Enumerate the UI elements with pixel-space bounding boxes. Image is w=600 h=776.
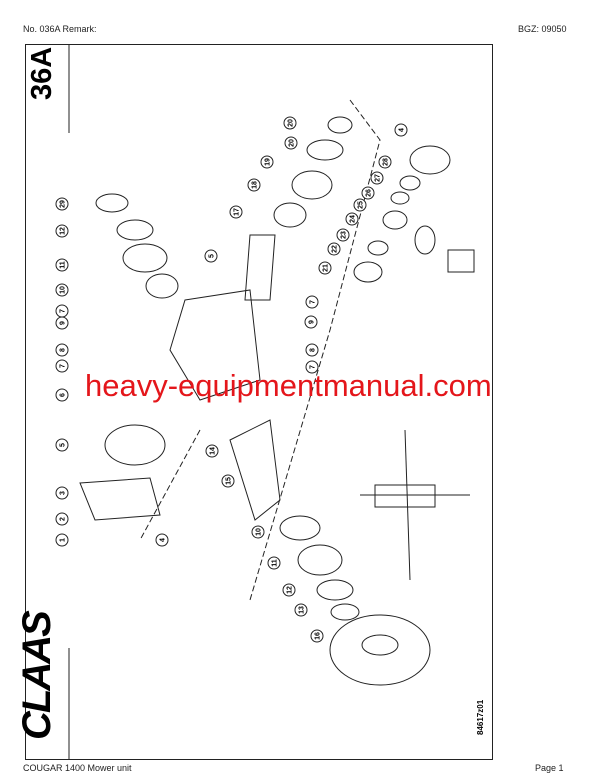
callout-number: 3 bbox=[60, 491, 67, 495]
callout-number: 22 bbox=[332, 245, 339, 253]
watermark: heavy-equipmentmanual.com bbox=[85, 368, 492, 403]
callout-circle bbox=[318, 261, 332, 275]
callout-circle bbox=[55, 512, 69, 526]
callout-circle bbox=[55, 438, 69, 452]
callout-circle bbox=[304, 315, 318, 329]
callout-circle bbox=[336, 228, 350, 242]
callout-circle bbox=[55, 258, 69, 272]
callout-circle bbox=[55, 283, 69, 297]
callout-number: 27 bbox=[375, 174, 382, 182]
callout-circle bbox=[394, 123, 408, 137]
callout-circle bbox=[283, 116, 297, 130]
footer-right: Page 1 bbox=[535, 763, 564, 773]
callout-number: 2 bbox=[60, 517, 67, 521]
callout-number: 7 bbox=[60, 309, 67, 313]
callout-circle bbox=[155, 533, 169, 547]
footer-left: COUGAR 1400 Mower unit bbox=[23, 763, 132, 773]
callout-number: 18 bbox=[252, 181, 259, 189]
callout-circle bbox=[221, 474, 235, 488]
callout-number: 15 bbox=[226, 477, 233, 485]
callout-circle bbox=[55, 316, 69, 330]
callout-number: 17 bbox=[234, 208, 241, 216]
callout-circle bbox=[284, 136, 298, 150]
callout-number: 16 bbox=[315, 632, 322, 640]
callout-circle bbox=[205, 444, 219, 458]
callout-number: 12 bbox=[287, 586, 294, 594]
callout-circle bbox=[345, 212, 359, 226]
callout-number: 19 bbox=[265, 158, 272, 166]
callout-number: 5 bbox=[60, 443, 67, 447]
callout-circle bbox=[251, 525, 265, 539]
callout-number: 28 bbox=[383, 158, 390, 166]
callout-circle bbox=[305, 343, 319, 357]
callout-number: 7 bbox=[310, 300, 317, 304]
callout-circle bbox=[378, 155, 392, 169]
callout-number: 13 bbox=[299, 606, 306, 614]
callout-number: 23 bbox=[341, 231, 348, 239]
callout-number: 9 bbox=[60, 321, 67, 325]
callout-circle bbox=[55, 359, 69, 373]
page-code: 36A bbox=[26, 46, 58, 100]
callout-number: 11 bbox=[272, 559, 279, 567]
callout-number: 7 bbox=[310, 365, 317, 369]
claas-logo: CLAAS bbox=[15, 612, 59, 740]
callout-circle bbox=[361, 186, 375, 200]
callout-circle bbox=[294, 603, 308, 617]
callout-number: 6 bbox=[60, 393, 67, 397]
callout-circle bbox=[260, 155, 274, 169]
callout-circle bbox=[282, 583, 296, 597]
callout-circle bbox=[305, 295, 319, 309]
callout-circle bbox=[247, 178, 261, 192]
callout-number: 4 bbox=[399, 128, 406, 132]
callout-circle bbox=[310, 629, 324, 643]
callout-circle bbox=[353, 198, 367, 212]
callout-circle bbox=[55, 486, 69, 500]
callout-number: 25 bbox=[358, 201, 365, 209]
callout-circle bbox=[370, 171, 384, 185]
callout-circle bbox=[55, 388, 69, 402]
callout-number: 1 bbox=[60, 538, 67, 542]
callout-number: 9 bbox=[309, 320, 316, 324]
callout-circle bbox=[305, 360, 319, 374]
callout-number: 4 bbox=[160, 538, 167, 542]
callout-number: 5 bbox=[209, 254, 216, 258]
callout-circle bbox=[55, 224, 69, 238]
diagram-frame bbox=[25, 44, 493, 760]
callout-number: 7 bbox=[60, 364, 67, 368]
callout-number: 21 bbox=[323, 264, 330, 272]
callout-circle bbox=[55, 197, 69, 211]
callout-number: 8 bbox=[310, 348, 317, 352]
callout-number: 8 bbox=[60, 348, 67, 352]
callout-circle bbox=[267, 556, 281, 570]
callout-circle bbox=[327, 242, 341, 256]
callout-number: 26 bbox=[366, 189, 373, 197]
header-right: BGZ: 09050 bbox=[518, 24, 567, 34]
callout-number: 10 bbox=[60, 286, 67, 294]
callout-number: 11 bbox=[60, 261, 67, 269]
callout-number: 24 bbox=[350, 215, 357, 223]
drawing-number: 84617z01 bbox=[476, 699, 485, 735]
callout-number: 20 bbox=[289, 139, 296, 147]
header-left: No. 036A Remark: bbox=[23, 24, 97, 34]
axis-line bbox=[249, 99, 381, 601]
callout-number: 10 bbox=[256, 528, 263, 536]
callout-number: 29 bbox=[60, 200, 67, 208]
callout-number: 20 bbox=[288, 119, 295, 127]
callout-circle bbox=[229, 205, 243, 219]
callout-circle bbox=[55, 343, 69, 357]
callout-number: 12 bbox=[60, 227, 67, 235]
callout-number: 14 bbox=[210, 447, 217, 455]
callout-circle bbox=[204, 249, 218, 263]
callout-circle bbox=[55, 533, 69, 547]
